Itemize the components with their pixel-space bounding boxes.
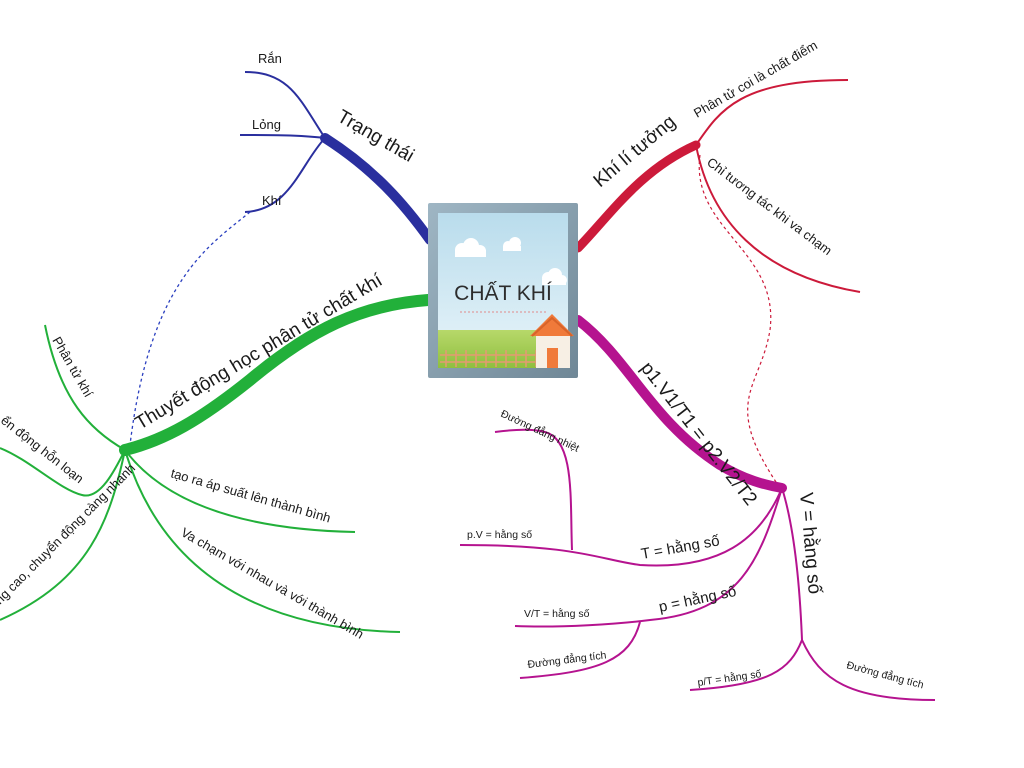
dashed-link-khi-li-tuong — [698, 154, 781, 489]
link-ap-suat — [124, 449, 356, 533]
fence-icon — [440, 350, 540, 367]
node-ran: Rắn — [258, 51, 282, 66]
branch-dong-hoc-trunk — [119, 294, 434, 456]
link-dang-nhiet — [494, 428, 573, 551]
central-title: CHẤT KHÍ — [454, 282, 552, 305]
house-icon — [530, 314, 574, 368]
link-va-cham — [124, 449, 401, 633]
link-khi — [244, 137, 326, 213]
link-dang-tich-v — [801, 639, 936, 701]
link-t-hang-so — [459, 487, 783, 567]
node-nhanh: ng cao, chuyển động càng nhanh — [0, 461, 138, 608]
node-ap-suat: tạo ra áp suất lên thành bình — [169, 465, 332, 525]
branch-dong-hoc: Thuyết động học phân tử chất khí Phân tử… — [0, 270, 434, 642]
link-v-hang-so — [781, 487, 803, 641]
node-v-hang-so: V = hằng số — [795, 492, 826, 596]
node-dang-tich-p: Đường đẳng tích — [527, 648, 607, 671]
node-pv-hang-so: p.V = hằng số — [467, 528, 532, 541]
node-dang-tich-v: Đường đẳng tích — [845, 658, 925, 691]
link-pt-hang-so — [689, 639, 803, 691]
dashed-link-khi — [127, 211, 251, 452]
branch-khi-li-tuong-label: Khí lí tưởng — [590, 111, 680, 191]
branch-khi-li-tuong: Khí lí tưởng Phân tử coi là chất điểm Ch… — [573, 37, 861, 489]
node-va-cham: Va chạm với nhau và với thành bình — [179, 525, 367, 642]
node-khi: Khí — [262, 193, 282, 208]
link-p-hang-so — [514, 487, 783, 628]
node-long: Lỏng — [252, 117, 281, 132]
link-hon-loan — [0, 447, 126, 497]
link-dang-tich-p — [519, 621, 641, 679]
node-vt-hang-so: V/T = hằng số — [524, 607, 590, 620]
node-hon-loan: ển động hỗn loạn — [0, 413, 87, 487]
node-chat-diem: Phân tử coi là chất điểm — [691, 37, 820, 120]
branch-phuong-trinh-trunk — [573, 315, 787, 493]
link-ran — [244, 71, 326, 139]
link-phan-tu-khi — [44, 324, 126, 451]
branch-dong-hoc-label: Thuyết động học phân tử chất khí — [132, 270, 387, 435]
branch-khi-li-tuong-trunk — [573, 140, 701, 253]
branch-phuong-trinh-label: p1.V1/T1 = p2.V2/T2 — [636, 358, 761, 510]
branch-trang-thai-trunk — [320, 133, 435, 245]
link-long — [239, 134, 326, 139]
branch-trang-thai: Trạng thái Rắn Lỏng Khí — [127, 51, 435, 452]
link-tuong-tac — [695, 144, 861, 293]
node-p-hang-so: p = hằng số — [657, 583, 738, 616]
central-node[interactable]: CHẤT KHÍ — [428, 203, 578, 378]
link-chat-diem — [695, 79, 849, 146]
link-nhanh — [0, 449, 126, 621]
node-tuong-tac: Chỉ tương tác khi va chạm — [704, 154, 835, 258]
cloud-icon — [455, 237, 567, 285]
